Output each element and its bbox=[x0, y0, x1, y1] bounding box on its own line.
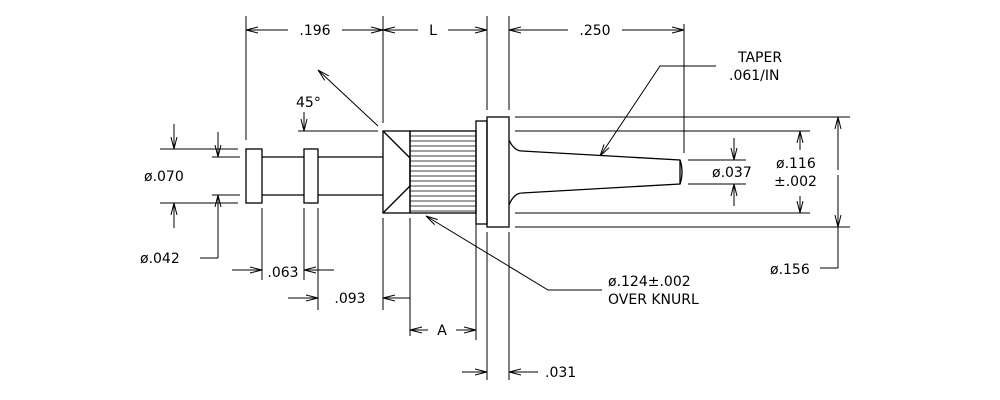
dimension-labels: .196 L .250 TAPER .061/IN 45° ø.070 ø.03… bbox=[140, 23, 817, 381]
knurl-pattern bbox=[410, 135, 476, 212]
leader-lines bbox=[426, 65, 716, 291]
label-taper: TAPER bbox=[737, 50, 782, 66]
label-over-knurl: OVER KNURL bbox=[608, 292, 699, 308]
label-093: .093 bbox=[334, 291, 365, 307]
label-dia-042: ø.042 bbox=[140, 251, 180, 267]
label-031: .031 bbox=[545, 365, 576, 381]
label-dia-116: ø.116 bbox=[776, 156, 816, 172]
label-dia-124: ø.124±.002 bbox=[608, 274, 691, 290]
label-A: A bbox=[437, 323, 447, 339]
label-063: .063 bbox=[267, 265, 298, 281]
label-tol-002: ±.002 bbox=[774, 174, 817, 190]
label-250: .250 bbox=[579, 23, 610, 39]
label-taper-rate: .061/IN bbox=[729, 68, 780, 84]
label-dia-156: ø.156 bbox=[770, 262, 810, 278]
part-outline bbox=[245, 116, 683, 228]
label-L: L bbox=[429, 23, 437, 39]
label-45-deg: 45° bbox=[296, 95, 321, 111]
label-dia-070: ø.070 bbox=[144, 169, 184, 185]
label-dia-037: ø.037 bbox=[712, 165, 752, 181]
label-196: .196 bbox=[299, 23, 330, 39]
dimension-lines bbox=[174, 30, 838, 372]
extension-lines bbox=[160, 16, 850, 380]
